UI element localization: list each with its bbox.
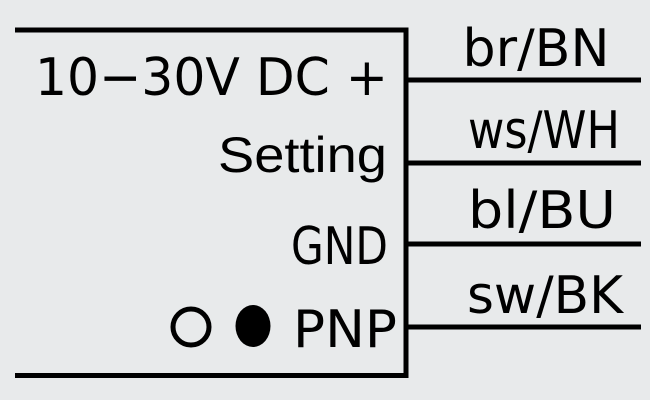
wire-label-ws-wh: ws/WH (468, 101, 620, 161)
open-circle-icon (170, 306, 212, 348)
wire-label-br-bn: br/BN (463, 19, 610, 79)
ground-label: GND (291, 217, 388, 277)
power-supply-label: 10−30V DC + (35, 48, 388, 108)
wire-label-bl-bu: bl/BU (468, 181, 616, 241)
wire-label-sw-bk: sw/BK (467, 266, 625, 326)
setting-label: Setting (218, 127, 387, 183)
device-outline (15, 27, 409, 378)
filled-circle-icon (235, 305, 271, 347)
pnp-output-label: PNP (293, 300, 397, 360)
